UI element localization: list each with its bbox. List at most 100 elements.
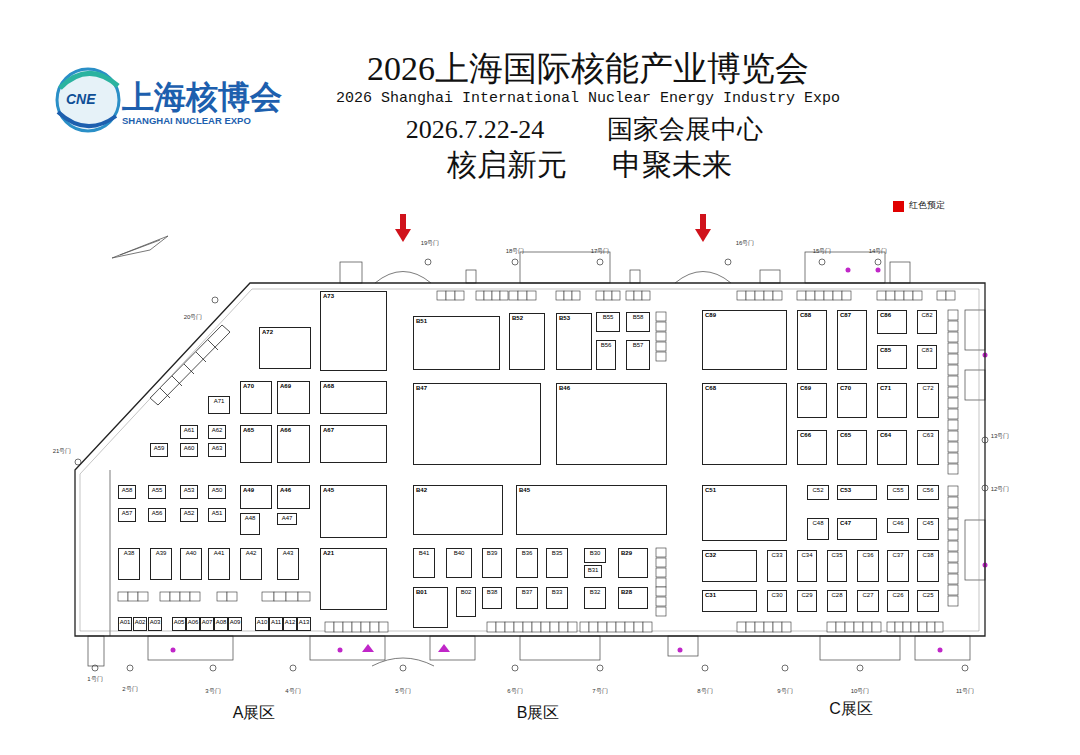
small-booth [895, 622, 903, 632]
door-symbol [597, 665, 603, 671]
booth-box: A50 [208, 485, 226, 499]
booth-number: C45 [918, 519, 938, 526]
compass [112, 236, 168, 258]
booth-number: C68 [703, 384, 786, 391]
small-booth [895, 291, 904, 300]
booth-number: B37 [517, 588, 537, 595]
annex [88, 252, 985, 666]
small-booth [913, 291, 922, 300]
door-symbol [75, 459, 81, 465]
booth-box: A43 [277, 548, 299, 580]
small-booth [948, 387, 958, 397]
booth-number: C63 [918, 431, 938, 438]
booth-number: A03 [149, 618, 161, 625]
booth-box: C45 [917, 518, 939, 540]
booth-box: C70 [837, 383, 867, 418]
door-symbol [290, 665, 296, 671]
booth-number: B31 [585, 566, 601, 573]
booth-number: B52 [510, 314, 544, 321]
small-booth [527, 291, 536, 300]
door-symbol [212, 297, 218, 303]
slogan: 核启新元 [447, 148, 567, 181]
door-label: 13号门 [991, 433, 1010, 440]
small-booth [842, 291, 851, 300]
booth-number: C87 [838, 311, 866, 318]
booth-number: A47 [278, 514, 296, 521]
small-booth [568, 622, 577, 632]
booth-box: A11 [269, 617, 283, 631]
booth-box: B47 [413, 383, 541, 465]
small-booth [217, 592, 227, 601]
door-symbol [702, 665, 708, 671]
booth-box: B32 [584, 587, 606, 609]
small-booth [656, 548, 666, 557]
booth-number: A09 [229, 618, 241, 625]
booth-box: A42 [240, 548, 262, 580]
small-booth [604, 291, 612, 300]
booth-number: C56 [918, 486, 938, 493]
booth-number: B29 [619, 549, 647, 556]
booth-number: C89 [703, 311, 786, 318]
booth-number: A43 [278, 549, 298, 556]
booth-number: B58 [627, 313, 649, 320]
small-booth [948, 552, 958, 562]
door-symbol [875, 259, 881, 265]
door-label: 4号门 [285, 688, 300, 695]
logo-mark: CNE [66, 92, 96, 107]
booth-number: B30 [585, 549, 605, 556]
booth-box: A72 [259, 327, 311, 369]
small-booth [160, 592, 170, 601]
small-booth [948, 398, 958, 408]
stairs [150, 325, 230, 405]
booth-box: A65 [240, 425, 272, 463]
booth-box: C69 [797, 383, 827, 418]
door-label: 11号门 [956, 688, 974, 695]
booth-number: B55 [597, 313, 619, 320]
small-booth [927, 622, 935, 632]
booth-number: A52 [181, 509, 197, 516]
small-booth [138, 592, 148, 601]
small-booth [379, 622, 388, 632]
small-booth [334, 622, 343, 632]
booth-number: A07 [201, 618, 213, 625]
booth-number: A61 [181, 426, 197, 433]
booth-box: C30 [767, 590, 787, 612]
small-booth [128, 592, 138, 601]
booth-box: B35 [546, 548, 568, 578]
door-label: 10号门 [851, 688, 870, 695]
door-label: 5号门 [395, 688, 410, 695]
booth-number: C82 [918, 311, 936, 318]
booth-number: A68 [321, 382, 386, 389]
small-booth [446, 291, 455, 300]
booth-number: B01 [414, 588, 447, 595]
booth-box: B56 [596, 340, 616, 370]
small-booth [626, 291, 634, 300]
booth-number: A59 [151, 444, 167, 451]
small-booth [496, 622, 505, 632]
small-booth [343, 622, 352, 632]
small-booth [518, 291, 527, 300]
booth-box: A09 [228, 617, 242, 631]
small-booth [616, 622, 625, 632]
booth-number: C71 [878, 384, 906, 391]
booth-number: A13 [298, 618, 310, 625]
small-booth [948, 541, 958, 551]
small-booth [948, 530, 958, 540]
small-booth [643, 622, 652, 632]
booth-number: A73 [321, 292, 386, 299]
booth-box: A57 [118, 508, 136, 522]
booth-box: B51 [413, 316, 500, 370]
booth-number: C52 [808, 486, 828, 493]
booth-number: C88 [798, 311, 826, 318]
small-booth [937, 291, 946, 300]
small-booth [656, 568, 666, 577]
booth-box: B36 [516, 548, 538, 578]
small-booth [833, 291, 842, 300]
booth-number: A42 [241, 549, 261, 556]
booth-box: C25 [917, 590, 939, 612]
booth-number: B35 [547, 549, 567, 556]
small-booth [948, 321, 958, 331]
booth-number: B53 [557, 314, 591, 321]
small-booth [598, 622, 607, 632]
